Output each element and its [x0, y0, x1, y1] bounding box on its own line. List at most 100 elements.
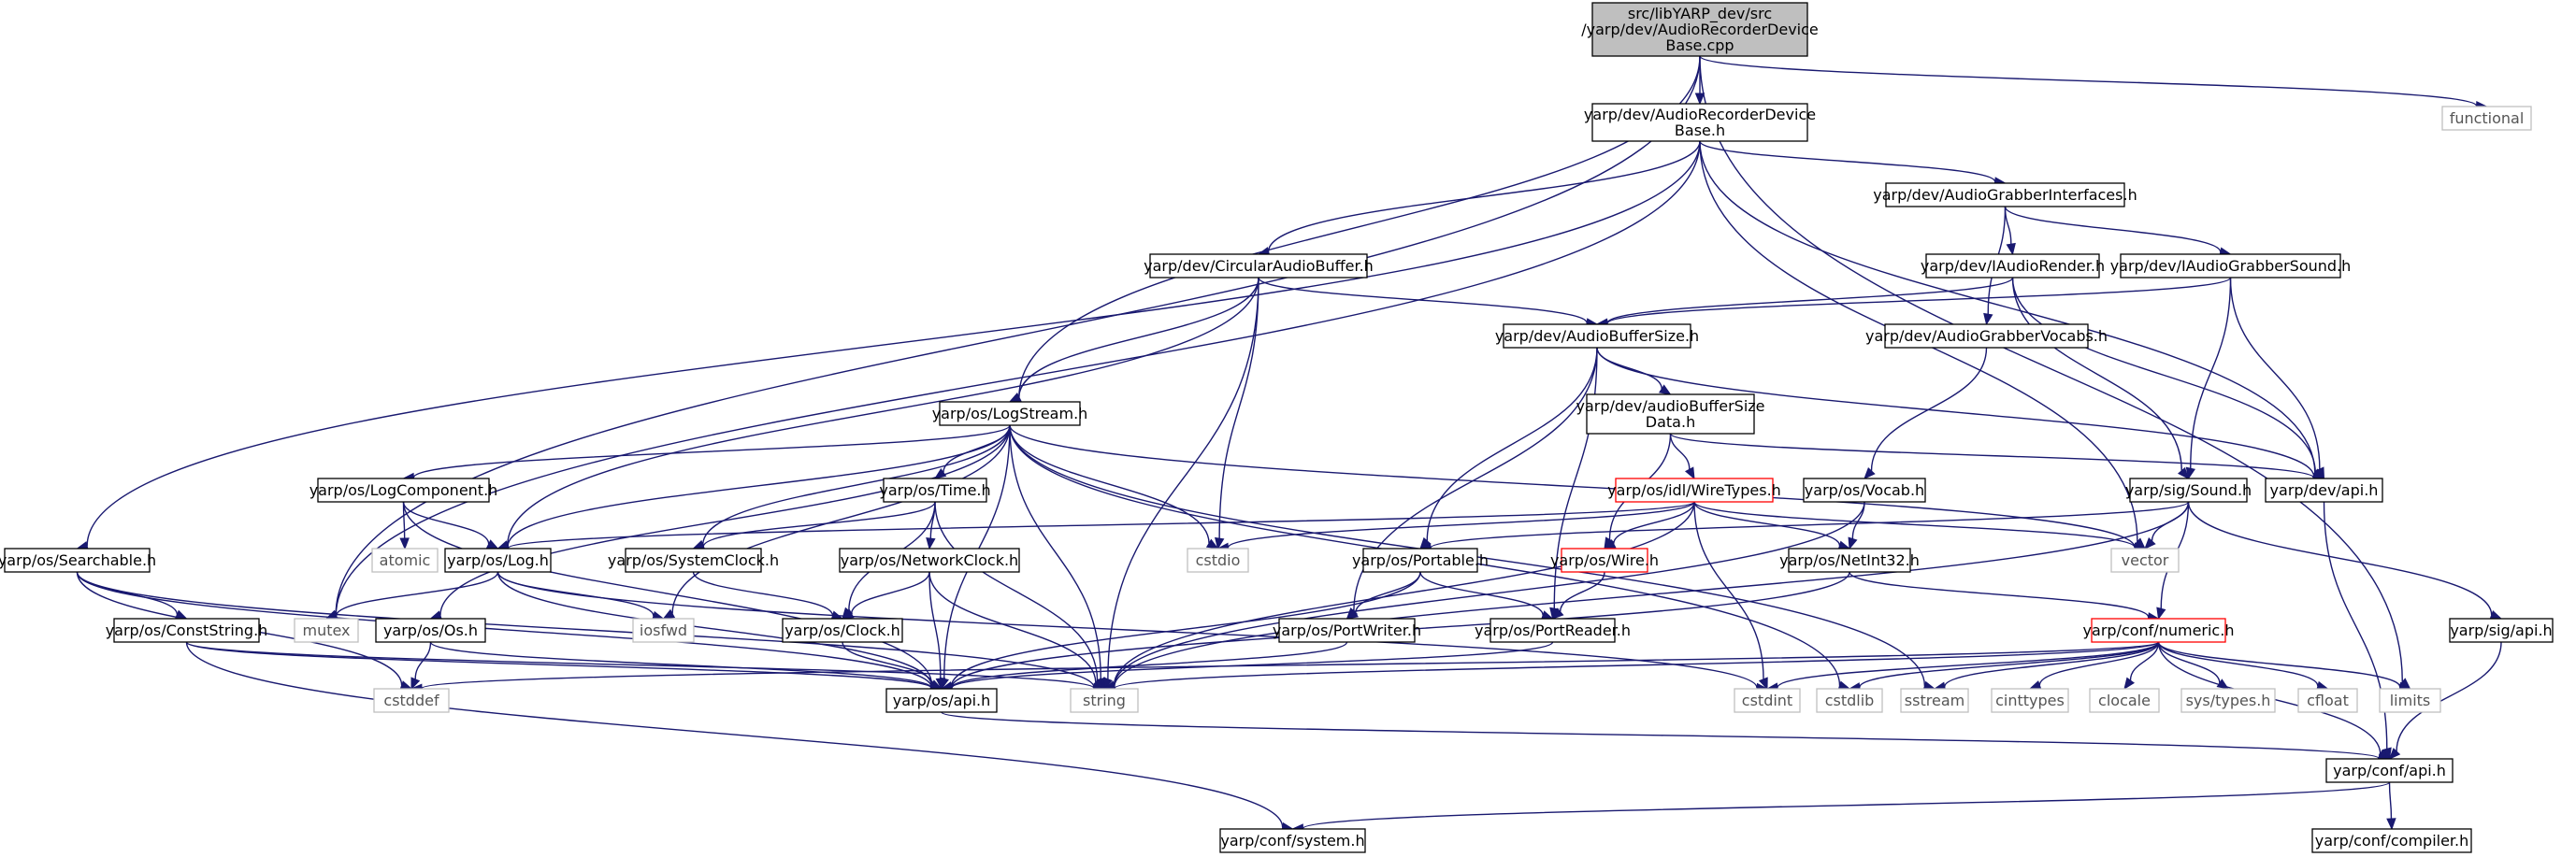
node-abs[interactable]: yarp/dev/AudioBufferSize.h — [1495, 323, 1699, 349]
node-box — [294, 618, 359, 643]
node-label: cinttypes — [1995, 692, 2065, 709]
edge-root-to-functional — [1699, 55, 2488, 111]
node-label: sstream — [1905, 692, 1964, 709]
node-sound[interactable]: yarp/sig/Sound.h — [2125, 478, 2252, 503]
edge-osos-to-cstddef — [410, 641, 432, 691]
edge-netint32-to-numeric — [1849, 571, 2160, 622]
node-cstddef[interactable]: cstddef — [373, 688, 450, 713]
node-label: yarp/dev/AudioBufferSize.h — [1495, 327, 1699, 345]
node-label: yarp/os/Portable.h — [1352, 551, 1489, 569]
node-label: iosfwd — [640, 621, 687, 639]
node-label: yarp/dev/audioBufferSize — [1576, 397, 1765, 415]
node-atomic[interactable]: atomic — [371, 548, 439, 573]
edge-cab-to-abs — [1258, 277, 1599, 328]
node-box — [2325, 758, 2454, 783]
node-box — [625, 548, 762, 573]
node-confsystem[interactable]: yarp/conf/system.h — [1219, 828, 1366, 853]
node-label: yarp/os/Time.h — [879, 481, 990, 499]
node-box — [2091, 618, 2226, 643]
node-mutex[interactable]: mutex — [294, 618, 359, 643]
node-sigapi[interactable]: yarp/sig/api.h — [2449, 618, 2554, 643]
node-portable[interactable]: yarp/os/Portable.h — [1352, 548, 1489, 573]
node-iar[interactable]: yarp/dev/IAudioRender.h — [1921, 253, 2105, 279]
node-label: yarp/os/PortReader.h — [1475, 621, 1631, 639]
node-string[interactable]: string — [1070, 688, 1139, 713]
node-label: cstdio — [1196, 551, 1241, 569]
node-box — [1615, 478, 1774, 503]
node-logstream[interactable]: yarp/os/LogStream.h — [932, 401, 1088, 426]
node-wire[interactable]: yarp/os/Wire.h — [1550, 548, 1659, 573]
node-label: yarp/os/LogStream.h — [932, 405, 1088, 422]
node-portreader[interactable]: yarp/os/PortReader.h — [1475, 618, 1631, 643]
node-osos[interactable]: yarp/os/Os.h — [375, 618, 486, 643]
node-functional[interactable]: functional — [2441, 106, 2532, 131]
node-label: cstddef — [383, 692, 439, 709]
node-iags[interactable]: yarp/dev/IAudioGrabberSound.h — [2110, 253, 2352, 279]
node-box — [1489, 618, 1616, 643]
node-box — [1591, 2, 1808, 57]
edge-netclock-to-osapi — [928, 571, 946, 691]
edge-time-to-sysclock — [692, 501, 936, 551]
node-box — [113, 618, 260, 643]
node-vector[interactable]: vector — [2110, 548, 2180, 573]
node-label: yarp/dev/AudioGrabberInterfaces.h — [1873, 186, 2137, 204]
node-numeric[interactable]: yarp/conf/numeric.h — [2083, 618, 2235, 643]
node-systypes[interactable]: sys/types.h — [2180, 688, 2276, 713]
node-clocale[interactable]: clocale — [2089, 688, 2160, 713]
node-box — [4, 548, 151, 573]
node-searchable[interactable]: yarp/os/Searchable.h — [0, 548, 156, 573]
node-box — [1925, 253, 2100, 279]
node-box — [444, 548, 552, 573]
node-label: yarp/conf/compiler.h — [2315, 832, 2469, 850]
node-label: src/libYARP_dev/src — [1628, 5, 1772, 23]
node-label: yarp/sig/api.h — [2450, 621, 2552, 639]
node-cstdio[interactable]: cstdio — [1187, 548, 1249, 573]
edge-sound-to-portable — [1418, 501, 2190, 553]
edge-osos-to-osapi — [429, 641, 943, 693]
node-conststring[interactable]: yarp/os/ConstString.h — [106, 618, 268, 643]
node-label: functional — [2450, 109, 2525, 127]
node-devapi[interactable]: yarp/dev/api.h — [2265, 478, 2383, 503]
edge-wiretypes-to-string — [1102, 501, 1695, 691]
edge-numeric-to-cstdint — [1765, 641, 2160, 693]
node-label: yarp/sig/Sound.h — [2125, 481, 2252, 499]
node-sstream[interactable]: sstream — [1900, 688, 1969, 713]
node-cfloat[interactable]: cfloat — [2297, 688, 2358, 713]
node-cab[interactable]: yarp/dev/CircularAudioBuffer.h — [1144, 253, 1374, 279]
node-cstdint[interactable]: cstdint — [1734, 688, 1801, 713]
node-log[interactable]: yarp/os/Log.h — [444, 548, 552, 573]
node-wiretypes[interactable]: yarp/os/idl/WireTypes.h — [1607, 478, 1781, 503]
node-time[interactable]: yarp/os/Time.h — [879, 478, 991, 503]
node-agi[interactable]: yarp/dev/AudioGrabberInterfaces.h — [1873, 182, 2137, 207]
node-netint32[interactable]: yarp/os/NetInt32.h — [1779, 548, 1920, 573]
node-box — [1816, 688, 1883, 713]
node-vocab[interactable]: yarp/os/Vocab.h — [1803, 478, 1926, 503]
node-label: yarp/dev/AudioGrabberVocabs.h — [1865, 327, 2108, 345]
node-netclock[interactable]: yarp/os/NetworkClock.h — [839, 548, 1020, 573]
node-cstdlib[interactable]: cstdlib — [1816, 688, 1883, 713]
edge-sysclock-to-clock — [692, 571, 844, 621]
edge-netclock-to-clock — [841, 571, 930, 620]
node-confapi[interactable]: yarp/conf/api.h — [2325, 758, 2454, 783]
node-sysclock[interactable]: yarp/os/SystemClock.h — [608, 548, 779, 573]
edge-cab-to-logstream — [1008, 277, 1259, 403]
edge-cab-to-cstdio — [1215, 277, 1259, 550]
node-agv[interactable]: yarp/dev/AudioGrabberVocabs.h — [1865, 323, 2108, 349]
edge-time-to-string — [934, 501, 1105, 690]
node-box — [317, 478, 490, 503]
edge-wiretypes-to-log — [496, 501, 1695, 553]
edge-logstream-to-iosfwd — [662, 424, 1011, 620]
node-root[interactable]: src/libYARP_dev/src/yarp/dev/AudioRecord… — [1581, 2, 1819, 57]
node-limits[interactable]: limits — [2379, 688, 2441, 713]
node-confcompiler[interactable]: yarp/conf/compiler.h — [2311, 828, 2472, 853]
node-logcomp[interactable]: yarp/os/LogComponent.h — [309, 478, 498, 503]
node-cinttypes[interactable]: cinttypes — [1991, 688, 2069, 713]
node-portwriter[interactable]: yarp/os/PortWriter.h — [1273, 618, 1421, 643]
node-osapi[interactable]: yarp/os/api.h — [885, 688, 998, 713]
node-clock[interactable]: yarp/os/Clock.h — [782, 618, 903, 643]
node-iosfwd[interactable]: iosfwd — [632, 618, 695, 643]
edge-confapi-to-confcompiler — [2386, 781, 2396, 831]
node-box — [2110, 548, 2180, 573]
